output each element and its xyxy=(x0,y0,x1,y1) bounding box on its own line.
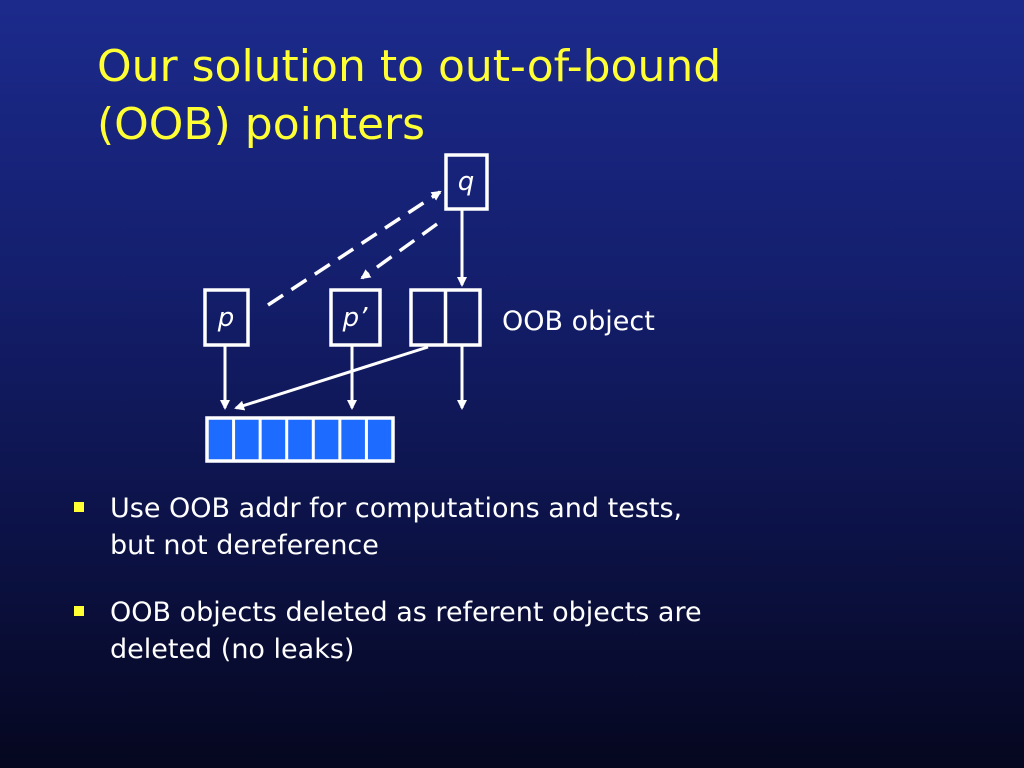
title-line-1: Our solution to out-of-bound xyxy=(97,41,722,92)
bullet-square-icon xyxy=(74,502,84,512)
dashed-arrow-q-to-p-prime xyxy=(360,222,439,280)
pointer-p-prime-box: p’ xyxy=(329,288,382,347)
bullet-2-line-1: OOB objects deleted as referent objects … xyxy=(110,597,702,628)
bullet-1-line-1: Use OOB addr for computations and tests, xyxy=(110,493,683,524)
bullet-1-line-2: but not dereference xyxy=(110,530,379,561)
bullet-list: Use OOB addr for computations and tests,… xyxy=(70,490,890,698)
bullet-square-icon xyxy=(74,606,84,616)
pointer-p-box: p xyxy=(203,288,250,347)
oob-object-box xyxy=(409,288,482,347)
oob-object-label: OOB object xyxy=(502,306,655,337)
title-line-2: (OOB) pointers xyxy=(97,99,426,150)
dashed-arrow-p-to-q xyxy=(267,190,442,307)
bullet-item-2: OOB objects deleted as referent objects … xyxy=(70,594,890,668)
bullet-item-1: Use OOB addr for computations and tests,… xyxy=(70,490,890,564)
pointer-p-prime-label: p’ xyxy=(342,303,369,333)
arrow-oob-to-array-start xyxy=(234,345,429,411)
slide-title: Our solution to out-of-bound (OOB) point… xyxy=(97,38,897,154)
bullet-2-line-2: deleted (no leaks) xyxy=(110,634,355,665)
referent-array xyxy=(205,416,395,463)
pointer-q-box: q xyxy=(444,153,489,211)
pointer-q-label: q xyxy=(458,167,475,197)
pointer-p-label: p xyxy=(217,303,235,333)
